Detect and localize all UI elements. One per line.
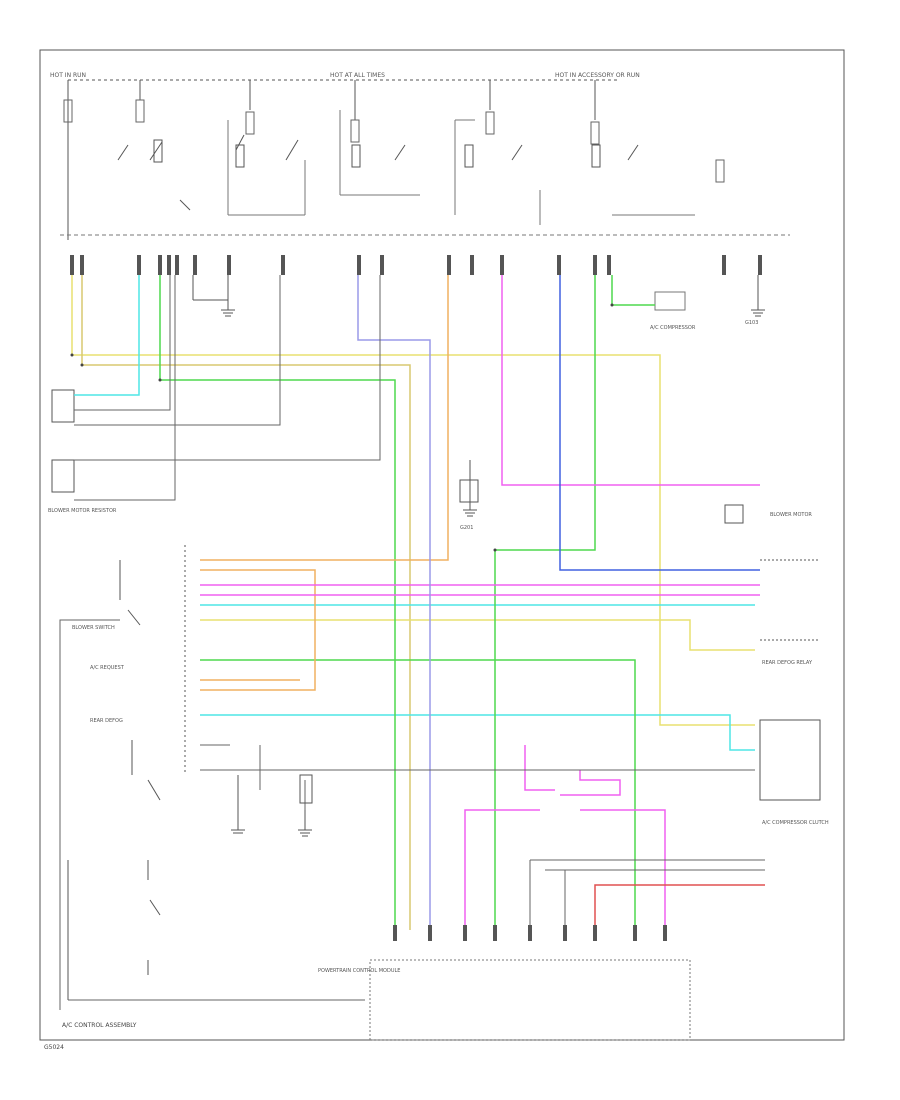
wire-red	[594, 884, 765, 930]
wire-pink	[501, 275, 760, 486]
label-g201: G201	[460, 525, 474, 531]
blower-motor-connector	[724, 504, 744, 524]
pcm-pins	[393, 925, 667, 941]
label-blower-motor: BLOWER MOTOR	[770, 512, 812, 518]
wire-cyan	[74, 275, 140, 396]
diagram-frame	[39, 49, 845, 1041]
signal-wires	[59, 275, 765, 1010]
junction-dots	[70, 303, 614, 552]
wire-yellow	[71, 275, 755, 726]
header-hot-in-acc-or-run: HOT IN ACCESSORY OR RUN	[555, 72, 640, 79]
label-pcm: POWERTRAIN CONTROL MODULE	[318, 968, 401, 974]
ac-clutch-relay	[459, 479, 479, 503]
label-g103: G103	[745, 320, 759, 326]
label-defog-relay: REAR DEFOG RELAY	[762, 660, 813, 666]
label-blower-switch: BLOWER SWITCH	[72, 625, 115, 631]
label-rear-defog: REAR DEFOG	[90, 718, 123, 724]
wire-orange	[200, 275, 449, 561]
wire-tan	[81, 275, 411, 930]
power-bus	[67, 79, 620, 240]
relay-wiring	[227, 110, 695, 225]
relay-switches	[117, 134, 639, 211]
pcm-connector-box	[369, 959, 691, 1041]
blower-resistor-block-lower	[51, 459, 75, 493]
wire-blue	[559, 275, 760, 571]
ac-compressor-box	[654, 291, 686, 311]
connector-pins	[70, 255, 762, 275]
fuse-block	[63, 99, 725, 183]
wire-blue-purple	[357, 275, 431, 930]
label-ac-request: A/C REQUEST	[90, 665, 124, 671]
control-switches	[67, 560, 161, 1000]
relay-coil	[299, 774, 313, 804]
wire-green	[159, 275, 396, 930]
blower-resistor-block	[51, 389, 75, 423]
label-blower-resistor: BLOWER MOTOR RESISTOR	[48, 508, 117, 514]
header-hot-in-run: HOT IN RUN	[50, 72, 87, 79]
colored-wires	[71, 275, 765, 930]
ground-symbols	[192, 275, 765, 837]
footer-page-code: G5024	[44, 1044, 64, 1051]
label-ac-compressor: A/C COMPRESSOR	[650, 325, 696, 331]
label-ac-clutch: A/C COMPRESSOR CLUTCH	[762, 820, 829, 826]
defog-relay-box	[759, 719, 821, 801]
header-hot-at-all-times: HOT AT ALL TIMES	[330, 72, 385, 79]
footer-assembly-label: A/C CONTROL ASSEMBLY	[62, 1022, 137, 1029]
